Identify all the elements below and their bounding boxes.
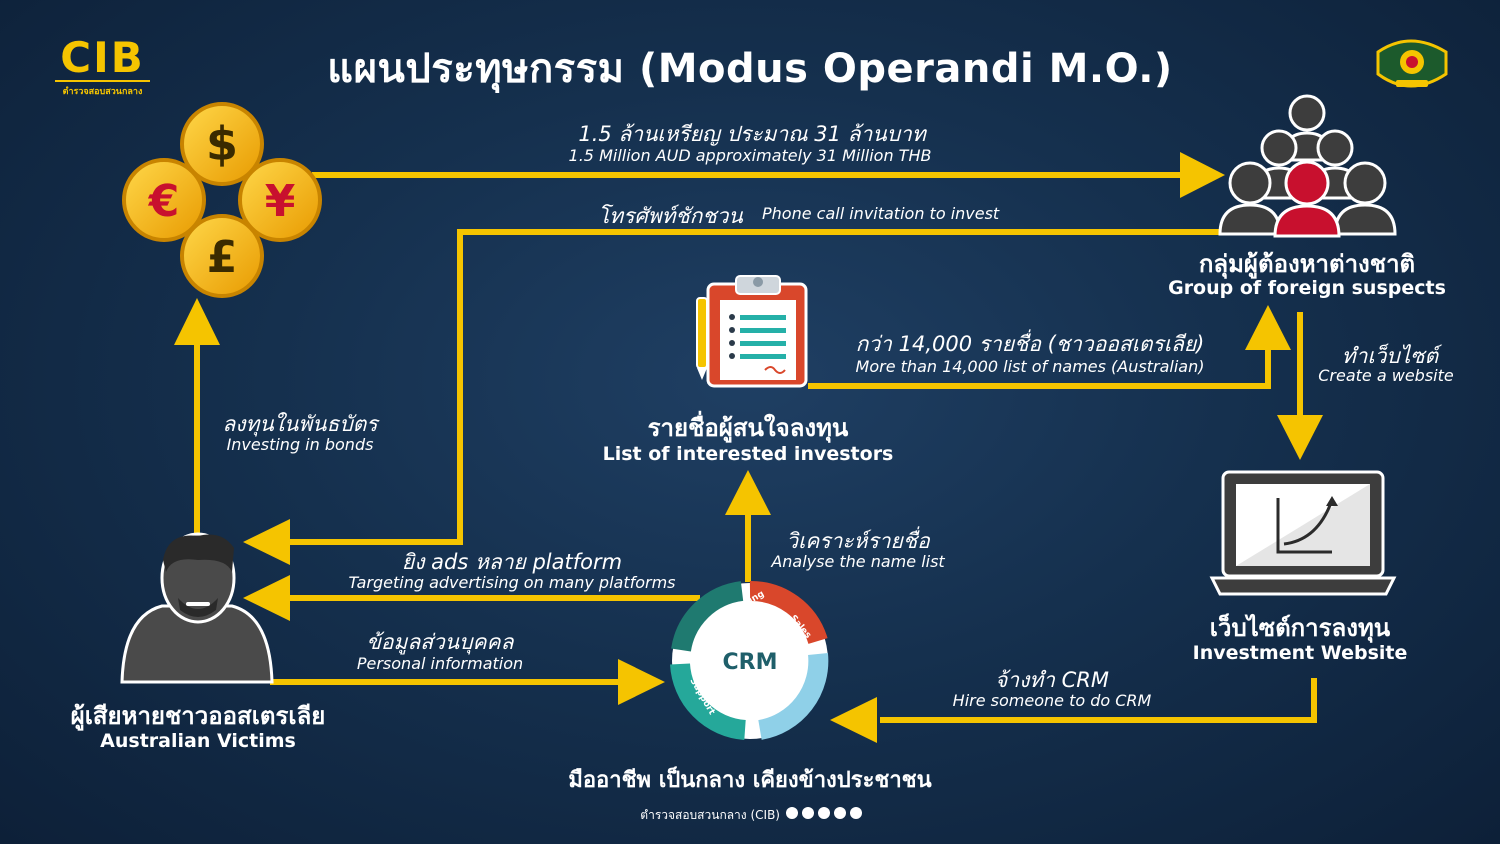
footer-credit: ตำรวจสอบสวนกลาง (CIB): [640, 808, 780, 822]
victims-label-en: Australian Victims: [100, 730, 296, 752]
ads-label-th: ยิง ads หลาย platform: [401, 550, 623, 574]
arrow-phone: [290, 229, 1225, 545]
money-label-en: 1.5 Million AUD approximately 31 Million…: [568, 146, 932, 165]
personal-label-en: Personal information: [356, 654, 524, 673]
euro-coin-icon: €: [122, 158, 206, 242]
list-label-en: List of interested investors: [602, 443, 894, 465]
bonds-label-th: ลงทุนในพันธบัตร: [222, 412, 378, 436]
yen-coin-icon: ¥: [238, 158, 322, 242]
money-label-th: 1.5 ล้านเหรียญ ประมาณ 31 ล้านบาท: [578, 122, 926, 146]
suspects-label-en: Group of foreign suspects: [1168, 277, 1446, 299]
ads-label-en: Targeting advertising on many platforms: [348, 573, 676, 592]
hire-crm-label-th: จ้างทำ CRM: [994, 668, 1110, 692]
coins-icon: $ € ¥ £: [122, 102, 322, 298]
svg-text:€: €: [148, 176, 180, 227]
cib-logo-text: CIB: [60, 33, 145, 82]
tiktok-icon: [818, 807, 830, 819]
suspects-label-th: กลุ่มผู้ต้องหาต่างชาติ: [1198, 250, 1416, 278]
arrowhead-ads: [243, 575, 290, 621]
arrowhead-money: [1180, 152, 1225, 198]
laptop-icon: [1209, 470, 1397, 596]
arrowhead-bonds: [174, 298, 220, 345]
instagram-icon: [834, 807, 846, 819]
arrowhead-phone: [243, 519, 290, 565]
create-site-label-th: ทำเว็บไซต์: [1341, 344, 1439, 368]
youtube-icon: [802, 807, 814, 819]
clipboard-icon: [696, 275, 808, 388]
analyse-label-en: Analyse the name list: [771, 552, 945, 571]
crm-wheel-icon: Marketing Sales Feedback Support CRM: [670, 580, 829, 740]
arrow-hire-crm: [880, 678, 1317, 723]
phone-label-th: โทรศัพท์ชักชวน: [598, 204, 743, 228]
create-site-label-en: Create a website: [1318, 366, 1454, 385]
website-label-th: เว็บไซต์การลงทุน: [1209, 614, 1391, 642]
arrowheads: [174, 152, 1323, 743]
phone-label-en: Phone call invitation to invest: [762, 204, 1000, 223]
dollar-coin-icon: $: [180, 102, 264, 186]
twitter-icon: [850, 807, 862, 819]
names-label-th: กว่า 14,000 รายชื่อ (ชาวออสเตรเลีย): [855, 332, 1205, 356]
social-icons: [786, 807, 862, 819]
cib-logo: CIB ตำรวจสอบสวนกลาง: [55, 36, 150, 98]
arrowhead-personal: [618, 659, 665, 705]
arrowhead-names: [1245, 305, 1291, 350]
arrowhead-hire-crm: [830, 697, 877, 743]
victim-person-icon: [120, 532, 274, 684]
group-people-icon: [1218, 94, 1397, 238]
svg-text:¥: ¥: [265, 176, 296, 227]
arrowhead-analyse: [725, 470, 771, 515]
hire-crm-label-en: Hire someone to do CRM: [952, 691, 1152, 710]
analyse-label-th: วิเคราะห์รายชื่อ: [786, 529, 930, 553]
facebook-icon: [786, 807, 798, 819]
pound-coin-icon: £: [180, 214, 264, 298]
personal-label-th: ข้อมูลส่วนบุคคล: [366, 630, 514, 654]
bonds-label-en: Investing in bonds: [226, 435, 374, 454]
page-title: แผนประทุษกรรม (Modus Operandi M.O.): [327, 46, 1173, 92]
svg-text:$: $: [206, 117, 238, 171]
list-label-th: รายชื่อผู้สนใจลงทุน: [647, 414, 849, 442]
footer-slogan: มืออาชีพ เป็นกลาง เคียงข้างประชาชน: [568, 768, 932, 793]
names-label-en: More than 14,000 list of names (Australi…: [855, 357, 1205, 376]
police-emblem-icon: [1376, 39, 1448, 88]
crm-center-label: CRM: [723, 650, 778, 675]
victims-label-th: ผู้เสียหายชาวออสเตรเลีย: [70, 702, 326, 730]
website-label-en: Investment Website: [1192, 642, 1408, 664]
arrow-names: [808, 345, 1271, 389]
svg-text:£: £: [207, 232, 238, 283]
cib-logo-subtitle: ตำรวจสอบสวนกลาง: [55, 80, 150, 98]
arrowhead-create-site: [1277, 415, 1323, 460]
arrows: [194, 172, 1317, 723]
